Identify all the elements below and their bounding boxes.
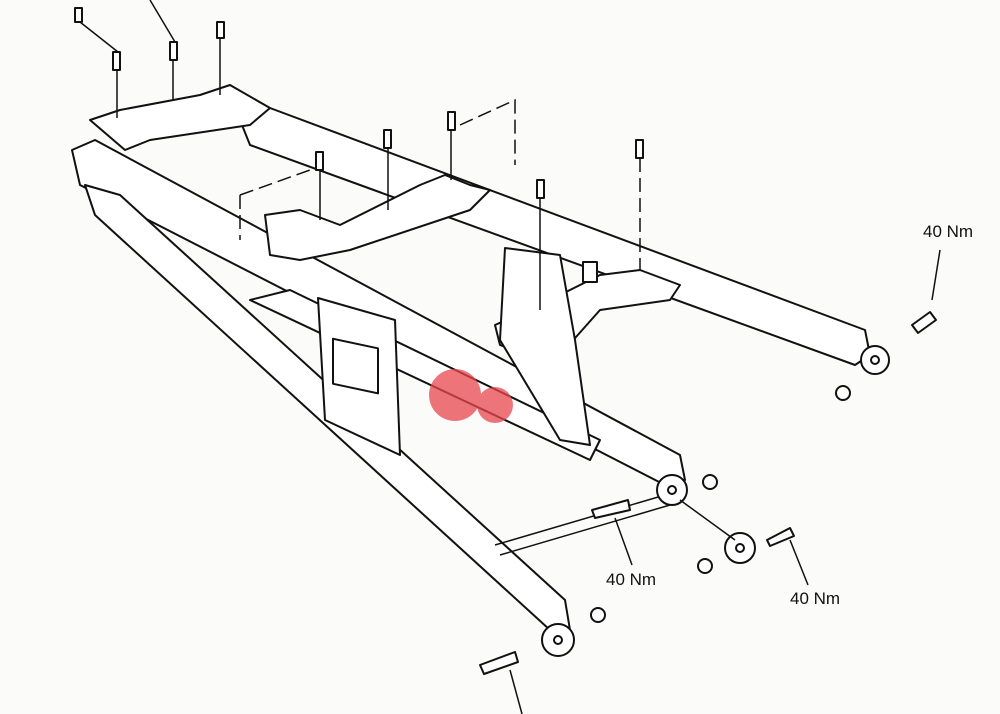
front-cross-member xyxy=(89,84,271,151)
torque-label-lower-left: 40 Nm xyxy=(606,570,657,589)
bolt xyxy=(766,527,795,547)
torque-label-lower-right: 40 Nm xyxy=(790,589,841,608)
lower-plate xyxy=(499,247,591,446)
torque-label-rear-right: 40 Nm xyxy=(923,222,974,241)
nut xyxy=(835,385,851,401)
nut xyxy=(702,474,718,490)
left-upper-rail xyxy=(71,139,686,486)
bushing xyxy=(582,261,598,283)
lower-crossbar xyxy=(494,494,671,556)
middle-cross-member xyxy=(264,174,491,261)
bolt xyxy=(591,499,631,519)
bolt xyxy=(911,311,937,334)
bolt xyxy=(479,651,519,675)
nut xyxy=(697,558,713,574)
red-mark xyxy=(429,369,513,423)
plate-window xyxy=(332,337,379,395)
nut xyxy=(590,607,606,623)
